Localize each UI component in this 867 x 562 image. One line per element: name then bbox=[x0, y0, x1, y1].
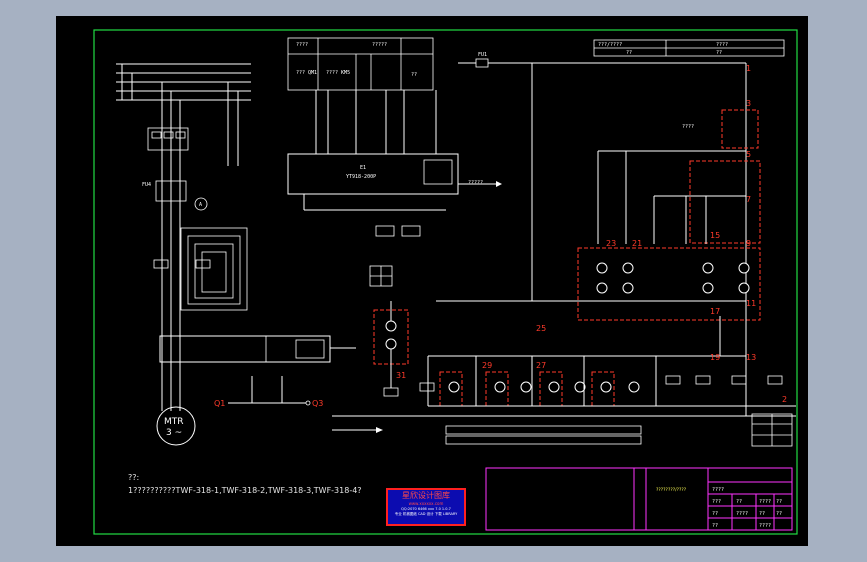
stamp-title: 星欣设计图库 bbox=[402, 491, 450, 500]
node-number: 23 bbox=[606, 239, 616, 248]
node-number: 19 bbox=[710, 353, 720, 362]
motor: MTR 3 ~ bbox=[156, 376, 196, 446]
title-cell: ?? bbox=[736, 499, 742, 505]
node-number: 27 bbox=[536, 361, 546, 370]
dashed-box-ka bbox=[721, 109, 759, 149]
motor-sub: 3 ~ bbox=[166, 428, 182, 438]
svg-text:FU4: FU4 bbox=[142, 182, 151, 188]
qs-block bbox=[159, 335, 356, 363]
bottom-arrows bbox=[332, 415, 796, 445]
main-contactor: A FU4 bbox=[142, 127, 208, 216]
watermark-stamp: 星欣设计图库 www.xxxxxx.com QQ:2070 6466 xxx 7… bbox=[386, 488, 466, 526]
header-cell-4: ???? KM5 bbox=[326, 70, 350, 76]
svg-text:Q3: Q3 bbox=[312, 399, 323, 408]
node-number: 15 bbox=[710, 231, 720, 240]
title-cell: ???? bbox=[759, 523, 771, 529]
hint-right: ???? bbox=[682, 124, 694, 130]
title-cell: ?? bbox=[759, 511, 765, 517]
header-table-right: ???/???? ???? ?? ?? bbox=[593, 39, 785, 57]
title-cell: ???? bbox=[736, 511, 748, 517]
header-right-1: ???/???? bbox=[598, 42, 622, 48]
stamp-line3: QQ:2070 6466 xxx 7.0 1.0.7 bbox=[401, 507, 451, 511]
title-cell: ???? bbox=[759, 499, 771, 505]
stamp-line4: 专业 机械图纸 CAD 设计 下载 LIBRARY bbox=[394, 512, 458, 516]
control-top-line: FU1 bbox=[458, 52, 747, 416]
meter-e1: E1 YT918-200P ????? bbox=[287, 90, 502, 237]
dashed-box-lamps bbox=[577, 247, 761, 321]
node-number: 7 bbox=[746, 195, 751, 204]
motor-symbol bbox=[156, 406, 196, 446]
header-table-left: ???? ????? ??? QM1 ???? KM5 ?? bbox=[287, 37, 434, 91]
power-bus bbox=[116, 63, 251, 376]
q1-line: Q1 Q3 bbox=[214, 376, 323, 408]
title-cell: ???? bbox=[712, 487, 724, 493]
header-right-4: ?? bbox=[716, 50, 722, 56]
node-number: 17 bbox=[710, 307, 720, 316]
drawing-border bbox=[93, 29, 798, 535]
note-body: 1??????????TWF-318-1,TWF-318-2,TWF-318-3… bbox=[128, 486, 362, 495]
title-cell: ?? bbox=[776, 511, 782, 517]
node-number: 31 bbox=[396, 371, 406, 380]
schematic-canvas: ???? ????? ??? QM1 ???? KM5 ?? ???/???? … bbox=[93, 29, 798, 535]
node-number: 1 bbox=[746, 64, 751, 73]
drawing-title: ????????/???? bbox=[656, 487, 687, 493]
title-cell: ?? bbox=[712, 523, 718, 529]
header-cell-1: ???? bbox=[296, 42, 308, 48]
node-number: 9 bbox=[746, 239, 751, 248]
note-head: ??: bbox=[128, 473, 139, 482]
title-cell: ?? bbox=[776, 499, 782, 505]
dashed-box-sb bbox=[689, 160, 761, 244]
stamp-url: www.xxxxxx.com bbox=[408, 501, 444, 506]
meter-label: YT918-200P bbox=[346, 174, 376, 180]
title-block: ????????/???? ???? ??? ?? ???? ?? ?? ???… bbox=[485, 467, 793, 531]
label-fu1: FU1 bbox=[478, 52, 487, 58]
label-q1: Q1 bbox=[214, 399, 225, 408]
meter-output-text: ????? bbox=[468, 180, 483, 186]
header-cell-2: ????? bbox=[372, 42, 387, 48]
node-number: 13 bbox=[746, 353, 756, 362]
title-cell: ?? bbox=[712, 511, 718, 517]
drawing-sheet: ???? ????? ??? QM1 ???? KM5 ?? ???/???? … bbox=[56, 16, 808, 546]
title-cell: ??? bbox=[712, 499, 721, 505]
terminal-grids bbox=[369, 265, 793, 447]
node-number: 25 bbox=[536, 324, 546, 333]
node-numbers: 1 3 5 7 9 11 13 15 17 19 21 23 25 27 29 … bbox=[396, 64, 787, 404]
header-cell-5: ?? bbox=[411, 72, 417, 78]
meter-tag: E1 bbox=[360, 165, 366, 171]
node-number: 5 bbox=[746, 150, 751, 159]
header-right-3: ?? bbox=[626, 50, 632, 56]
node-number: 2 bbox=[782, 395, 787, 404]
node-number: 11 bbox=[746, 299, 756, 308]
node-number: 21 bbox=[632, 239, 642, 248]
node-number: 29 bbox=[482, 361, 492, 370]
motor-label: MTR bbox=[164, 417, 184, 427]
left-lamp-box bbox=[373, 301, 409, 397]
note-block: ??: 1??????????TWF-318-1,TWF-318-2,TWF-3… bbox=[128, 473, 362, 495]
control-ladder: ???? bbox=[428, 109, 761, 357]
svg-text:A: A bbox=[199, 202, 202, 208]
header-cell-3: ??? QM1 bbox=[296, 70, 317, 76]
node-number: 3 bbox=[746, 99, 751, 108]
winding-loops bbox=[153, 227, 248, 336]
bottom-lamp-row bbox=[419, 356, 796, 407]
header-right-2: ???? bbox=[716, 42, 728, 48]
